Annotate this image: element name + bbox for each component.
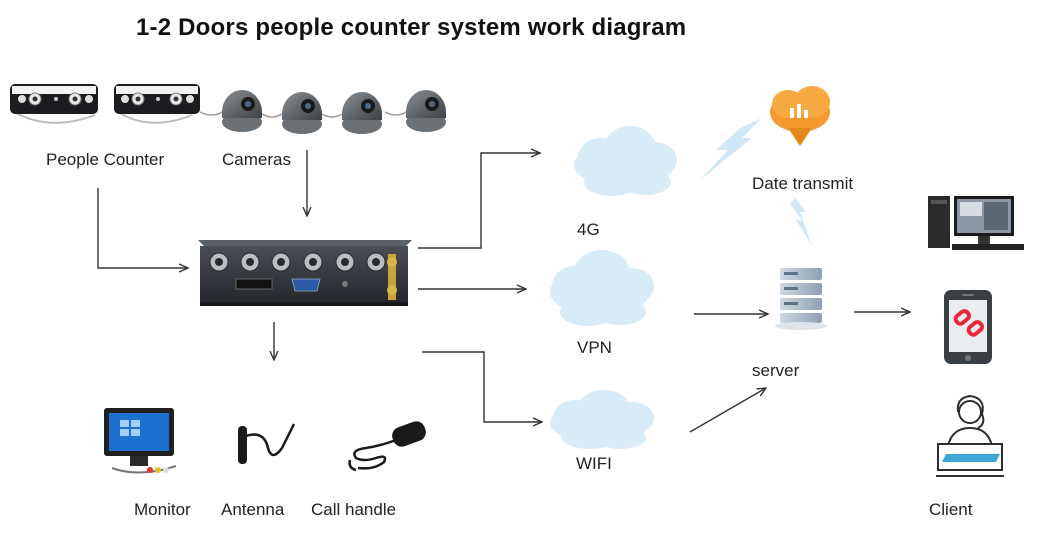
arrow-people-counter-to-mdvr: [97, 188, 188, 268]
page-title: 1-2 Doors people counter system work dia…: [136, 14, 687, 41]
cloud-icon: [550, 390, 654, 449]
label-monitor: Monitor: [134, 500, 191, 519]
label-cameras: Cameras: [222, 150, 291, 169]
call-handle-icon: [348, 421, 426, 472]
label-call-handle: Call handle: [311, 500, 397, 519]
label-client: Client: [929, 500, 973, 519]
monitor-icon: [104, 408, 177, 474]
camera-icon: [321, 92, 382, 134]
people-counter-icon: [114, 84, 200, 124]
label-people-counter: People Counter: [46, 150, 165, 169]
mdvr-icon: [198, 240, 412, 306]
connectors: [97, 150, 910, 433]
camera-icon: [261, 92, 322, 134]
label-server: server: [752, 361, 800, 380]
server-icon: [775, 268, 827, 330]
label-wifi: WIFI: [576, 454, 612, 473]
label-vpn: VPN: [577, 338, 612, 357]
phone-icon: [944, 290, 992, 364]
wireless-link: [700, 118, 812, 246]
arrow-mdvr-to-4g: [418, 153, 540, 249]
desktop-icon: [928, 196, 1024, 250]
cloud-icon: [574, 126, 677, 196]
people-counter-icon: [10, 84, 98, 124]
camera-icon: [384, 90, 446, 132]
antenna-icon: [238, 423, 296, 464]
cloud-icon: [550, 250, 654, 326]
data-transmit-icon: [770, 86, 830, 146]
client-icon: [936, 394, 1004, 477]
label-date-transmit: Date transmit: [752, 174, 854, 193]
label-antenna: Antenna: [221, 500, 285, 519]
label-4g: 4G: [577, 220, 600, 239]
arrow-mdvr-to-wifi: [422, 351, 542, 422]
camera-icon: [199, 90, 262, 132]
arrow-wifi-to-server: [689, 388, 766, 433]
